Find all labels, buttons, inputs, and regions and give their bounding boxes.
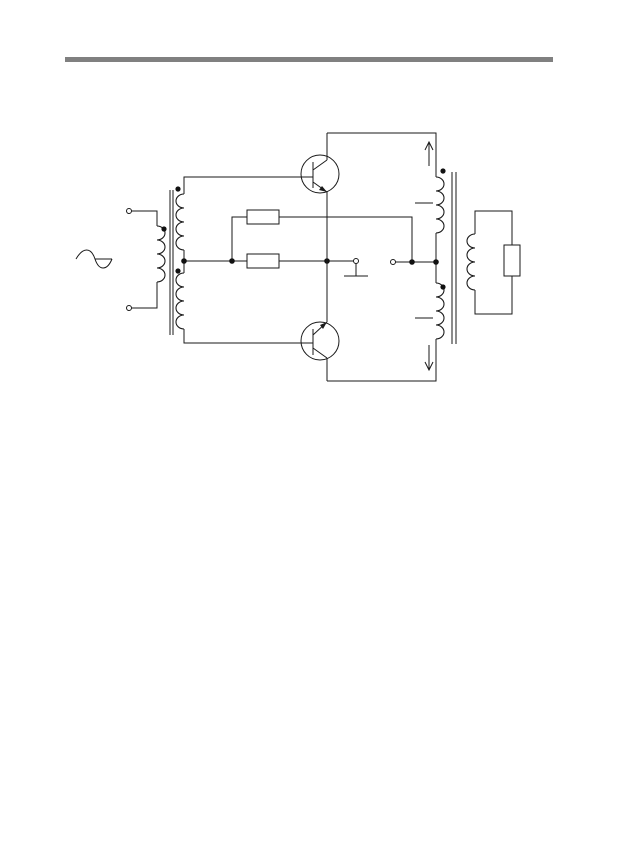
current-arrow-icon-lower	[424, 361, 434, 372]
transistor-lower-emitter-arrow-icon	[320, 322, 327, 329]
load-resistor[interactable]	[503, 244, 521, 277]
bias-wire-branch	[231, 216, 247, 261]
secondary-upper-polarity-dot	[175, 186, 181, 192]
ac-source	[75, 208, 158, 311]
input-secondary-winding-upper	[175, 193, 185, 251]
input-secondary-winding-lower	[175, 272, 185, 330]
resistor-upper[interactable]	[246, 209, 280, 225]
ground-terminal[interactable]	[353, 258, 359, 264]
transistor-lower	[300, 321, 340, 381]
input-wire-top	[131, 210, 158, 226]
load-wire-bottom	[474, 276, 513, 315]
output-primary-winding-lower	[435, 282, 445, 340]
header-rule	[65, 57, 553, 62]
lower-base-wire	[183, 329, 303, 344]
input-primary-winding	[156, 225, 166, 283]
secondary-lower-polarity-dot	[175, 268, 181, 274]
output-primary-winding-upper	[435, 176, 445, 234]
input-transformer	[156, 186, 185, 335]
current-arrow-icon-upper	[424, 140, 434, 151]
primary-polarity-dot	[161, 226, 167, 232]
output-secondary-and-load	[466, 210, 521, 315]
transistor-upper-envelope	[300, 154, 340, 194]
upper-base-wire	[183, 176, 303, 194]
junction-bias-left	[229, 258, 235, 264]
junction-center-tap	[181, 258, 187, 264]
lower-collector-wire	[327, 339, 437, 382]
output-transformer-primary	[415, 168, 446, 340]
resistor-lower[interactable]	[246, 253, 280, 269]
upper-collector-wire	[327, 132, 437, 177]
supply-node	[390, 259, 439, 265]
transistor-lower-envelope	[300, 321, 340, 361]
junction-supply	[409, 259, 415, 265]
input-terminal-bottom[interactable]	[126, 305, 132, 311]
input-wire-bottom	[131, 282, 158, 309]
transistor-upper-emitter-arrow-icon	[319, 186, 327, 192]
output-secondary-winding	[466, 233, 476, 291]
supply-terminal[interactable]	[390, 259, 396, 265]
transistor-upper	[300, 133, 340, 322]
junction-output-center-tap	[433, 259, 439, 265]
current-arrows	[424, 140, 434, 372]
output-upper-polarity-dot	[440, 168, 446, 174]
ground	[344, 258, 368, 277]
output-lower-polarity-dot	[440, 284, 446, 290]
bias-network	[181, 209, 413, 269]
input-terminal-top[interactable]	[126, 208, 132, 214]
load-wire-top	[474, 210, 513, 245]
transistor-upper-collector	[312, 159, 328, 171]
bias-wire-upper-right	[279, 216, 413, 261]
transistor-lower-collector	[312, 347, 328, 359]
